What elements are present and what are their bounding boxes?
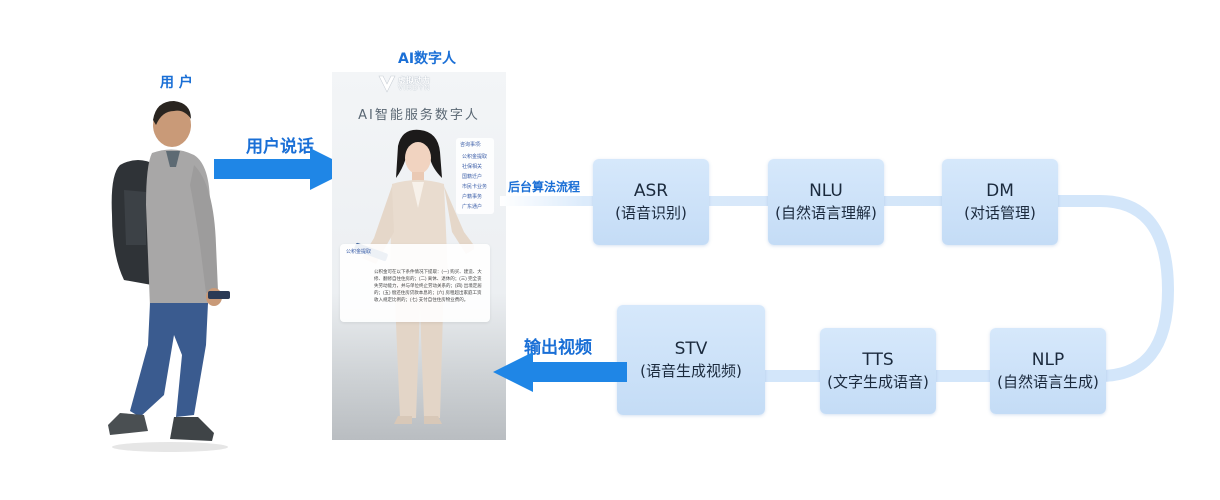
node-abbr: NLP (1031, 350, 1065, 370)
node-dm: DM (对话管理) (942, 159, 1058, 245)
output-video-label: 输出视频 (524, 338, 592, 358)
node-nlp: NLP (自然语言生成) (990, 328, 1106, 414)
node-abbr: STV (674, 339, 708, 359)
node-abbr: ASR (633, 181, 669, 201)
output-video-arrow (493, 352, 627, 392)
user-arm (190, 165, 218, 293)
answer-card: 公积金提取 公积金可在以下条件情况下提取：(一) 购买、建造、大修、翻修自住住房… (340, 244, 490, 322)
backend-flow-label: 后台算法流程 (508, 180, 581, 194)
digital-human-screen: 虚拟动力 VIRDYN AI智能服务数字人 咨询事项: 公积金提取 社保相关 国… (332, 72, 506, 440)
node-asr: ASR (语音识别) (593, 159, 709, 245)
virdyn-logo-icon (378, 75, 396, 93)
ai-human-label: AI数字人 (398, 51, 457, 67)
node-nlu: NLU (自然语言理解) (768, 159, 884, 245)
user-speaks-label: 用户说话 (246, 137, 314, 157)
node-abbr: NLU (809, 181, 843, 201)
node-stv: STV (语音生成视频) (617, 305, 765, 415)
phone-headline: AI智能服务数字人 (358, 108, 480, 123)
menu-item[interactable]: 国籍迁户 (462, 174, 483, 180)
answer-header: 公积金提取 (346, 249, 372, 255)
menu-item[interactable]: 广东通户 (462, 204, 483, 210)
brand-en: VIRDYN (398, 85, 431, 92)
user-shoe-front (170, 417, 214, 441)
menu-item[interactable]: 社保相关 (462, 164, 483, 170)
node-desc: (语音生成视频) (640, 362, 742, 380)
node-tts: TTS (文字生成语音) (820, 328, 936, 414)
node-abbr: TTS (862, 350, 894, 370)
user-label: 用 户 (160, 75, 193, 91)
node-desc: (语音识别) (615, 204, 687, 222)
menu-item[interactable]: 户籍事务 (462, 194, 483, 200)
consult-menu-title: 咨询事项: (460, 142, 482, 148)
answer-body: 公积金可在以下条件情况下提取：(一) 购买、建造、大修、翻修自住住房的；(二) … (374, 269, 482, 302)
user-shoe-back (108, 413, 148, 435)
node-desc: (自然语言生成) (997, 373, 1099, 391)
user-speaks-arrow (214, 148, 352, 190)
menu-item[interactable]: 公积金提取 (462, 154, 488, 160)
user-legs (130, 303, 208, 417)
menu-item[interactable]: 市民卡业务 (462, 184, 488, 190)
node-desc: (对话管理) (964, 204, 1036, 222)
brand-cn: 虚拟动力 (398, 76, 430, 85)
node-abbr: DM (986, 181, 1014, 201)
user-figure (108, 101, 230, 452)
user-hair (153, 101, 191, 125)
node-desc: (自然语言理解) (775, 204, 877, 222)
consult-menu: 咨询事项: 公积金提取 社保相关 国籍迁户 市民卡业务 户籍事务 广东通户 (456, 138, 494, 214)
node-desc: (文字生成语音) (827, 373, 929, 391)
